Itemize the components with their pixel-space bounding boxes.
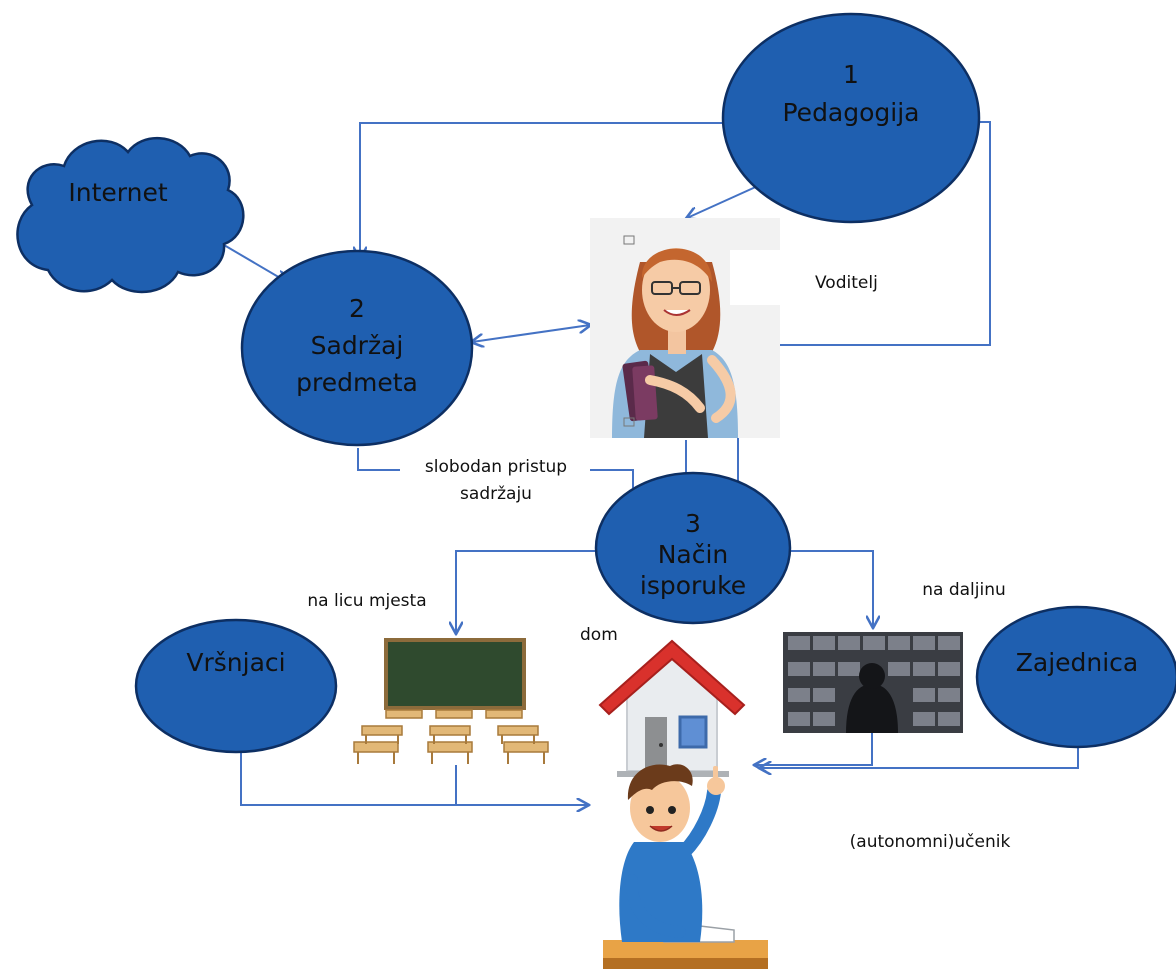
node-vrsnjaci-label: Vršnjaci [186,648,285,677]
connector-internet-sadrzaj [223,244,287,282]
classroom-icon [353,638,549,764]
node-nacin-line1: Način [658,540,729,569]
node-sadrzaj: 2 Sadržaj predmeta [240,249,474,447]
node-vrsnjaci: Vršnjaci [134,618,338,754]
node-pedagogija-label: Pedagogija [783,98,920,127]
node-pedagogija-number: 1 [843,60,859,89]
node-sadrzaj-line2: predmeta [296,368,418,397]
connector-sadrzaj-teacher [472,325,590,342]
slobodan-pristup-label-line1: slobodan pristup [425,457,567,477]
node-internet-label: Internet [68,178,167,207]
video-conference-icon [783,632,963,733]
node-nacin: 3 Način isporuke [594,471,792,625]
dom-label: dom [580,625,618,645]
connector-nacin-video [790,550,873,627]
node-nacin-line2: isporuke [640,571,746,600]
connector-video-student [755,733,873,765]
connector-sadrzaj-nacin-right [590,469,634,488]
connectors [223,121,1079,805]
na-daljinu-label: na daljinu [922,580,1006,600]
node-nacin-number: 3 [685,509,701,538]
connector-sadrzaj-nacin-left [357,448,400,471]
student-icon [603,764,768,969]
connector-zajednica-student [760,747,1079,768]
teacher-icon [590,218,790,438]
ucenik-label: (autonomni)učenik [850,832,1011,852]
node-sadrzaj-line1: Sadržaj [311,331,404,360]
connector-pedagogija-sadrzaj [360,122,722,258]
node-zajednica: Zajednica [975,605,1176,749]
cloud-icon [16,137,245,294]
connector-pedagogija-teacher [687,184,761,218]
connector-nacin-classroom [456,550,598,633]
node-sadrzaj-number: 2 [349,294,365,323]
voditelj-label: Voditelj [815,273,878,293]
connector-vrsnjaci-student [240,750,588,805]
na-licu-mjesta-label: na licu mjesta [307,591,426,611]
node-internet: Internet [16,137,245,294]
slobodan-pristup-label-line2: sadržaju [460,484,532,504]
house-icon [598,639,746,777]
node-pedagogija: 1 Pedagogija [721,12,981,224]
node-zajednica-label: Zajednica [1016,648,1139,677]
